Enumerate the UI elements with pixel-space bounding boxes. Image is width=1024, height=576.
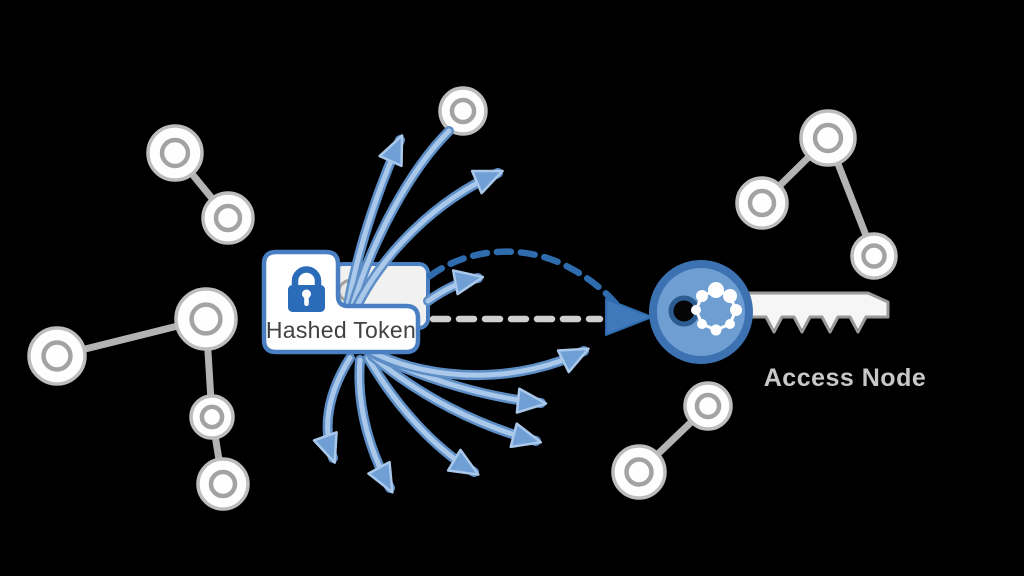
graph-node [611,444,667,500]
graph-node-ring [189,302,223,336]
graph-node-ring [694,392,722,420]
arrow-fan-down-left [312,353,355,464]
graph-node-ring [159,137,191,169]
arrow-fan-right-down-2 [367,351,543,449]
node-cluster-top-left [146,124,255,245]
node-clusters [27,86,898,511]
graph-node-ring [861,243,887,269]
graph-node-ring [812,122,844,154]
node-cluster-top-center [438,86,488,136]
graph-node [799,109,857,167]
lock-icon [288,266,325,312]
node-cluster-left [27,287,250,511]
graph-node-ring [199,404,225,430]
key-head [649,260,753,364]
fan-arrows [312,126,590,494]
graph-node-ring [41,340,73,372]
cluster-network-icon [691,282,742,336]
arrow-fan-up-right [351,168,504,313]
graph-node-ring [449,97,477,125]
graph-node-ring [624,457,654,487]
dashed-arc-arrowhead [605,298,653,336]
access-node-label: Access Node [764,364,927,392]
graph-node [196,457,250,511]
graph-node-ring [213,203,243,233]
key-icon [649,260,890,364]
dashed-token-path [426,248,653,336]
graph-node [189,394,235,440]
graph-node [683,381,733,431]
graph-node [201,191,255,245]
key-shaft [738,291,890,334]
hashed-token-card: Hashed Token [261,249,421,355]
arrow-mid-short [423,269,485,306]
graph-node [735,176,789,230]
arrow-fan-down-right [363,353,480,477]
arrow-fan-up-left [343,134,405,311]
arrow-fan-down [354,355,395,494]
dashed-arc [426,248,622,310]
graph-node [146,124,204,182]
node-cluster-top-right [735,109,898,280]
node-cluster-bottom-right [611,381,733,500]
arrow-fan-up-to-node [347,126,454,313]
graph-node [438,86,488,136]
graph-node [27,326,87,386]
graph-node [174,287,238,351]
graph-node [850,232,898,280]
arrow-fan-right-up [367,346,590,381]
graph-node-ring [208,469,238,499]
graph-node-ring [747,188,777,218]
hashed-token-label: Hashed Token [266,317,416,343]
